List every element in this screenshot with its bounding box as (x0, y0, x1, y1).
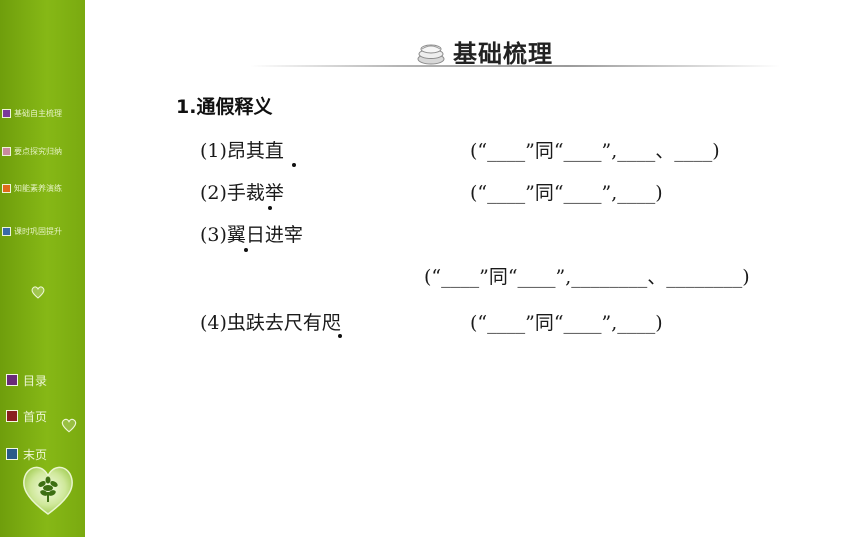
heart-icon (61, 418, 77, 433)
emphasis-dot (292, 163, 296, 167)
nav-last-page-button[interactable]: 末页 (6, 446, 47, 462)
nav-contents-button[interactable]: 目录 (6, 372, 47, 388)
emphasis-dot (268, 206, 272, 210)
sidebar-item-label: 要点探究归纳 (14, 146, 62, 156)
nav-label: 目录 (23, 373, 48, 388)
nav-label: 首页 (23, 409, 48, 424)
nav-marker (6, 374, 18, 386)
answer-blank: (“____”同“____”,________、________) (424, 266, 750, 288)
page-title: 基础梳理 (453, 40, 553, 68)
sidebar-item-label: 基础自主梳理 (14, 108, 62, 118)
sidebar-item-practice[interactable]: 知能素养演练 (2, 181, 62, 195)
sidebar-item-consolidation[interactable]: 课时巩固提升 (2, 224, 62, 238)
exercise-item-label: (4)虫趺去尺有咫 (200, 312, 341, 334)
emphasis-dot (338, 334, 342, 338)
exercise-item-label: (3)翼日进宰 (200, 224, 303, 246)
sidebar-item-basics[interactable]: 基础自主梳理 (2, 106, 62, 120)
heart-plant-icon (23, 466, 73, 515)
answer-blank: (“____”同“____”,____) (470, 182, 663, 204)
answer-blank: (“____”同“____”,____) (470, 312, 663, 334)
heart-icon (31, 286, 45, 299)
nav-marker (6, 410, 18, 422)
nav-home-button[interactable]: 首页 (6, 408, 47, 424)
exercise-item-label: (2)手裁举 (200, 182, 284, 204)
books-icon (417, 44, 445, 65)
sidebar-item-label: 知能素养演练 (14, 183, 62, 193)
sidebar-item-key-points[interactable]: 要点探究归纳 (2, 144, 62, 158)
sidebar-item-marker (2, 108, 11, 118)
nav-marker (6, 448, 18, 460)
exercise-item-label: (1)昂其直 (200, 140, 284, 162)
sidebar-item-marker (2, 146, 11, 156)
sidebar-item-marker (2, 226, 11, 236)
section-heading: 1.通假释义 (176, 96, 273, 118)
sidebar-item-label: 课时巩固提升 (14, 226, 62, 236)
sidebar: 基础自主梳理 要点探究归纳 知能素养演练 课时巩固提升 目录 首页 末页 (0, 0, 85, 537)
nav-label: 末页 (23, 447, 48, 462)
title-underline (250, 65, 780, 67)
emphasis-dot (244, 248, 248, 252)
answer-blank: (“____”同“____”,____、____) (470, 140, 720, 162)
page-header: 基础梳理 (250, 32, 780, 72)
sidebar-item-marker (2, 183, 11, 193)
